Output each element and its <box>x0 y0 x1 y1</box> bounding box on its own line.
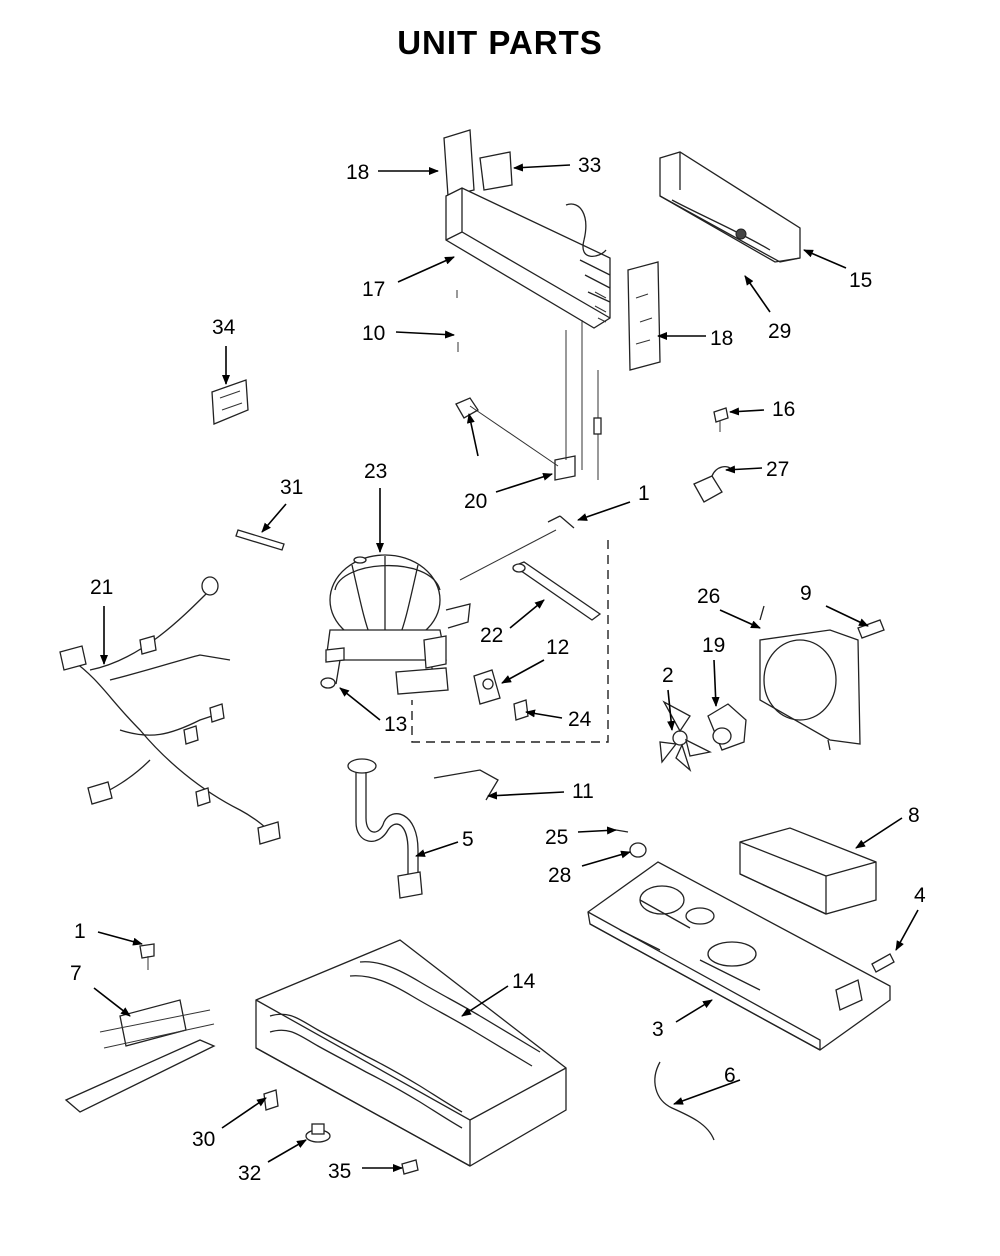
grommet-part-32 <box>305 1123 331 1143</box>
callout-13: 13 <box>384 713 407 736</box>
callout-19: 19 <box>702 634 725 657</box>
callout-20: 20 <box>464 490 487 513</box>
machine-compartment-base <box>587 861 891 1051</box>
callout-7: 7 <box>70 962 82 985</box>
callout-31: 31 <box>280 476 303 499</box>
duct-cover <box>659 151 801 263</box>
assembly-outline-dashed <box>411 540 609 743</box>
callout-12: 12 <box>546 636 569 659</box>
callout-28: 28 <box>548 864 571 887</box>
callout-1-lower: 1 <box>74 920 86 943</box>
callout-1-upper: 1 <box>638 482 650 505</box>
compressor <box>325 554 471 695</box>
callout-16: 16 <box>772 398 795 421</box>
callout-24: 24 <box>568 708 592 731</box>
clip-part-30 <box>263 1089 279 1111</box>
fan-shroud <box>759 605 861 751</box>
callout-23: 23 <box>364 460 387 483</box>
callout-35: 35 <box>328 1160 351 1183</box>
callout-2: 2 <box>662 664 674 687</box>
callout-17: 17 <box>362 278 385 301</box>
callout-30: 30 <box>192 1128 215 1151</box>
callout-29: 29 <box>768 320 791 343</box>
clip-part-35 <box>401 1159 419 1175</box>
condenser-coil <box>255 939 567 1167</box>
fan-screw <box>857 619 885 639</box>
diagram-title: UNIT PARTS <box>397 24 603 61</box>
callout-4: 4 <box>914 884 926 907</box>
screw-part-4 <box>871 953 895 973</box>
evaporator-coil-assembly <box>443 129 611 481</box>
screw-part-25 <box>615 829 629 833</box>
callout-9: 9 <box>800 582 812 605</box>
start-relay <box>473 669 501 705</box>
wire-part-6 <box>654 1061 715 1141</box>
strap-part-31 <box>235 529 285 551</box>
screw-part-16 <box>713 407 729 432</box>
callout-labels: 18 33 15 17 29 34 10 18 16 27 23 31 20 1… <box>70 154 926 1185</box>
grommet-part-28 <box>629 842 647 858</box>
callout-3: 3 <box>652 1018 664 1041</box>
callout-5: 5 <box>462 828 474 851</box>
callout-33: 33 <box>578 154 601 177</box>
callout-8: 8 <box>908 804 920 827</box>
drain-tube <box>347 758 423 899</box>
condenser-bracket <box>64 999 216 1113</box>
mounting-bracket-right <box>627 261 661 371</box>
callout-27: 27 <box>766 458 789 481</box>
clip-part-27 <box>693 465 733 503</box>
wiring-harness <box>59 576 281 845</box>
callout-15: 15 <box>849 269 872 292</box>
leader-arrows <box>93 163 919 1172</box>
fan-motor <box>707 703 747 751</box>
callout-22: 22 <box>480 624 503 647</box>
tube-part-11 <box>433 769 499 801</box>
callout-21: 21 <box>90 576 113 599</box>
callout-26: 26 <box>697 585 720 608</box>
callout-34: 34 <box>212 316 236 339</box>
fan-blade <box>659 700 712 772</box>
screw-part-1-lower <box>139 943 155 970</box>
filter-drier <box>459 515 602 621</box>
callout-32: 32 <box>238 1162 261 1185</box>
callout-25: 25 <box>545 826 568 849</box>
compressor-grommet <box>320 677 336 689</box>
relay-cover <box>513 699 529 721</box>
callout-6: 6 <box>724 1064 736 1087</box>
callout-18-right: 18 <box>710 327 733 350</box>
callout-14: 14 <box>512 970 536 993</box>
terminal-plate <box>211 379 249 425</box>
mounting-bracket-8 <box>739 827 877 915</box>
callout-11: 11 <box>572 780 594 803</box>
callout-10: 10 <box>362 322 385 345</box>
callout-18-top: 18 <box>346 161 369 184</box>
